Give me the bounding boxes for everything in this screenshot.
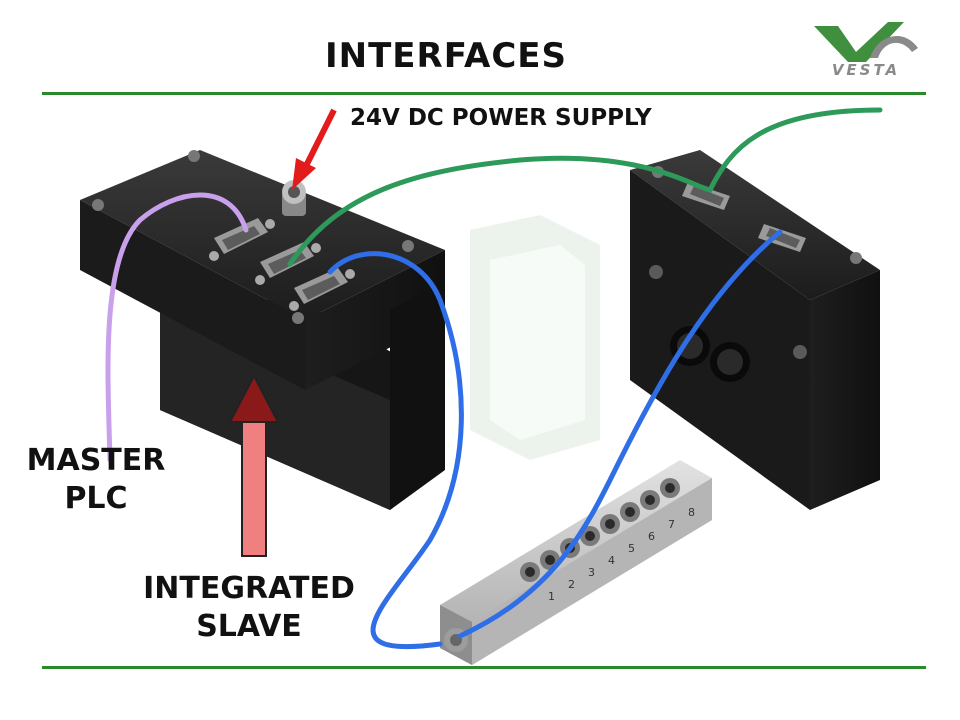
terminal-socket-hole	[625, 507, 635, 517]
screw-icon	[292, 312, 304, 324]
terminal-number: 6	[648, 530, 655, 543]
db9-connector-bus-icon	[289, 268, 355, 311]
integrated-slave-label: INTEGRATED SLAVE	[126, 570, 372, 645]
vesta-logo: VESTA	[808, 18, 926, 79]
screw-icon	[649, 265, 663, 279]
power-supply-cable	[287, 107, 883, 267]
screw-icon	[402, 240, 414, 252]
remote-slave-device	[630, 150, 880, 510]
terminal-socket-hole	[665, 483, 675, 493]
db9-connector-master-icon	[209, 218, 275, 261]
terminal-number: 8	[688, 506, 695, 519]
page-title: INTERFACES	[324, 36, 567, 76]
terminal-socket-hole	[525, 567, 535, 577]
logo-v-mark	[814, 22, 904, 62]
terminal-socket-hole	[585, 531, 595, 541]
integrated-slave-device	[80, 150, 445, 510]
terminal-number: 5	[628, 542, 635, 555]
terminal-number: 7	[668, 518, 675, 531]
db9-connector-right-power-icon	[682, 182, 730, 210]
logo-text: VESTA	[832, 61, 900, 78]
screw-icon	[92, 199, 104, 211]
slave-label-line2: SLAVE	[196, 608, 302, 644]
power-connector-icon	[282, 180, 306, 216]
terminal-socket-hole	[545, 555, 555, 565]
terminal-number: 4	[608, 554, 615, 567]
slave-label-line1: INTEGRATED	[143, 571, 355, 606]
master-label-line1: MASTER	[26, 443, 166, 478]
terminal-number: 2	[568, 578, 575, 591]
bottom-divider	[42, 666, 926, 669]
master-label-line2: PLC	[64, 480, 128, 516]
bus-cable-to-bar	[327, 251, 464, 650]
slave-arrow-icon	[228, 373, 280, 557]
logo-arc-mark	[870, 35, 918, 58]
bus-cable-to-right-device	[457, 229, 783, 639]
db9-connector-right-bus-icon	[758, 224, 806, 252]
screw-icon	[793, 345, 807, 359]
power-supply-label: 24V DC POWER SUPPLY	[350, 105, 652, 131]
terminal-socket-hole	[645, 495, 655, 505]
terminal-number: 3	[588, 566, 595, 579]
master-plc-cable	[105, 192, 249, 463]
screw-icon	[188, 150, 200, 162]
master-plc-label: MASTER PLC	[16, 442, 176, 517]
terminal-number: 1	[548, 590, 555, 603]
terminal-socket-hole	[605, 519, 615, 529]
power-arrow-icon	[292, 108, 337, 190]
watermark	[470, 215, 600, 460]
top-divider	[42, 92, 926, 95]
screw-icon	[850, 252, 862, 264]
